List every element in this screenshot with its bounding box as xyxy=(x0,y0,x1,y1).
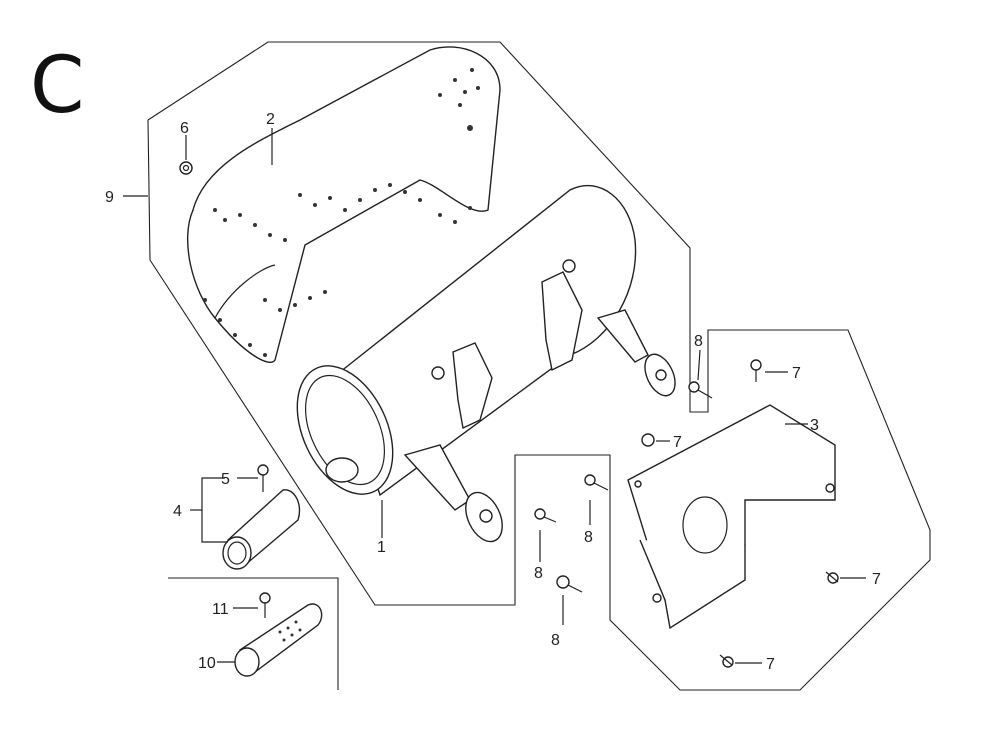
bolt-7-mid xyxy=(641,433,655,447)
callout-11: 11 xyxy=(212,601,229,618)
exhaust-pipe xyxy=(222,489,301,570)
callout-7-mid: 7 xyxy=(673,434,682,451)
leader-lines xyxy=(123,128,866,664)
callout-4: 4 xyxy=(173,503,182,520)
screw-5 xyxy=(257,464,269,492)
bolt-8-lower xyxy=(556,575,583,593)
callout-3: 3 xyxy=(810,417,819,434)
callout-6: 6 xyxy=(180,120,189,137)
callout-8-mid: 8 xyxy=(584,529,593,546)
group-outline-spark-arrester xyxy=(168,577,339,690)
callout-7-right: 7 xyxy=(872,571,881,588)
bolt-7-right xyxy=(825,571,839,584)
bolt-8-mid xyxy=(584,474,609,491)
spark-arrester xyxy=(234,603,323,677)
callout-8-upper: 8 xyxy=(694,333,703,350)
muffler xyxy=(296,184,676,543)
bolt-7-top xyxy=(750,359,762,382)
section-letter: C xyxy=(30,41,84,131)
group-outline-muffler-assembly xyxy=(147,41,931,691)
muffler-bracket xyxy=(627,404,836,630)
bolt-7-bottom xyxy=(719,654,734,668)
callout-1: 1 xyxy=(377,539,386,556)
callout-9: 9 xyxy=(105,189,114,206)
bolt-8-left xyxy=(534,508,557,523)
bolt-8-upper xyxy=(688,381,713,399)
nut-6 xyxy=(179,161,193,175)
callout-8-left: 8 xyxy=(534,565,543,582)
callout-2: 2 xyxy=(266,111,275,128)
callout-7-bottom: 7 xyxy=(766,656,775,673)
callout-7-top: 7 xyxy=(792,365,801,382)
screw-11 xyxy=(259,592,271,618)
callout-8-lower: 8 xyxy=(551,632,560,649)
callout-10: 10 xyxy=(198,655,216,672)
muffler-protector xyxy=(186,46,501,363)
callout-5: 5 xyxy=(221,471,230,488)
